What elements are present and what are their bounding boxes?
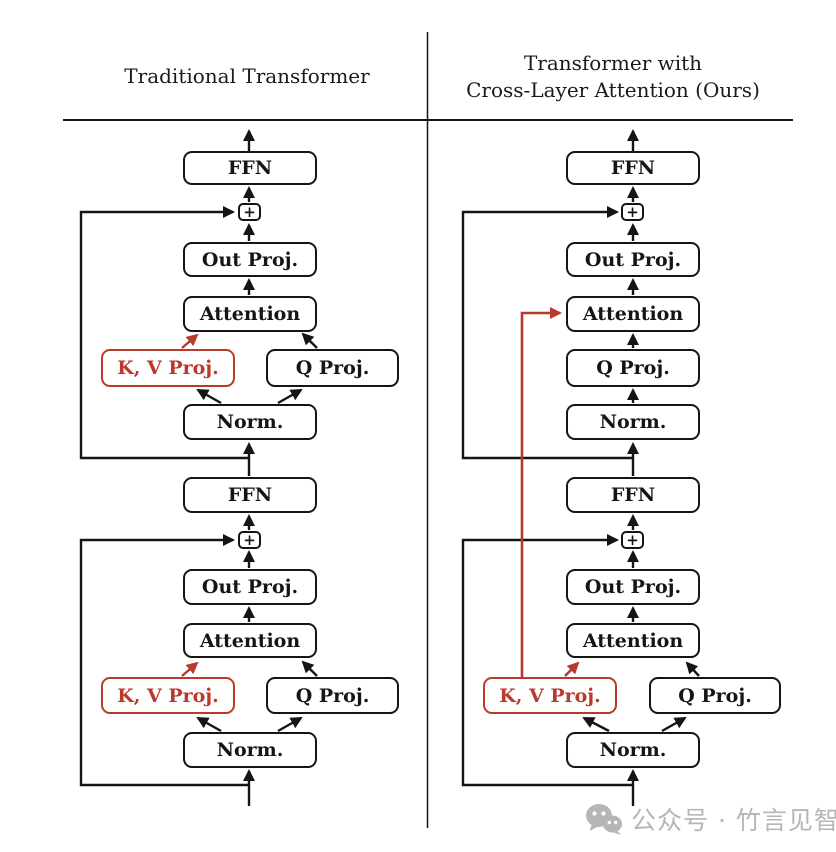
left-bottom-norm-box: Norm. xyxy=(183,732,317,768)
left-bottom-attention-box: Attention xyxy=(183,623,317,658)
residual-skip-top xyxy=(461,206,633,460)
watermark: 公众号 · 竹言见智 xyxy=(585,801,836,837)
left-bottom-kv-proj-box: K, V Proj. xyxy=(101,677,235,714)
left-top-attention-box: Attention xyxy=(183,296,317,332)
left-top-out-proj-box: Out Proj. xyxy=(183,242,317,277)
left-top-add-box: + xyxy=(238,203,261,221)
right-top-out-proj-box: Out Proj. xyxy=(566,242,700,277)
left-top-ffn-box: FFN xyxy=(183,151,317,185)
left-kv-arrows xyxy=(181,333,199,677)
wechat-icon xyxy=(586,804,622,835)
watermark-text: 公众号 · 竹言见智 xyxy=(631,806,836,835)
right-bottom-q-proj-box: Q Proj. xyxy=(649,677,781,714)
right-bottom-kv-proj-box: K, V Proj. xyxy=(483,677,617,714)
left-bottom-ffn-box: FFN xyxy=(183,477,317,513)
right-arrows xyxy=(461,129,700,806)
right-bottom-norm-box: Norm. xyxy=(566,732,700,768)
right-top-add-box: + xyxy=(621,203,644,221)
right-top-attention-box: Attention xyxy=(566,296,700,332)
right-bottom-attention-box: Attention xyxy=(566,623,700,658)
left-bottom-add-box: + xyxy=(238,531,261,549)
right-top-ffn-box: FFN xyxy=(566,151,700,185)
left-top-kv-proj-box: K, V Proj. xyxy=(101,349,235,387)
left-top-q-proj-box: Q Proj. xyxy=(266,349,399,387)
residual-skip-bottom xyxy=(79,534,249,787)
right-column-title-line2: Cross-Layer Attention (Ours) xyxy=(466,78,760,102)
cross-layer-line xyxy=(520,307,562,677)
right-bottom-out-proj-box: Out Proj. xyxy=(566,569,700,605)
cross-layer-kv-lines xyxy=(520,307,580,677)
right-column-title-line1: Transformer with xyxy=(523,51,703,75)
residual-skip-bottom xyxy=(461,534,633,787)
right-top-norm-box: Norm. xyxy=(566,404,700,440)
right-column-title: Transformer with Cross-Layer Attention (… xyxy=(452,50,774,104)
right-bottom-add-box: + xyxy=(621,531,644,549)
left-arrows xyxy=(79,129,318,806)
right-bottom-ffn-box: FFN xyxy=(566,477,700,513)
residual-skip-top xyxy=(79,206,249,460)
left-bottom-out-proj-box: Out Proj. xyxy=(183,569,317,605)
left-top-norm-box: Norm. xyxy=(183,404,317,440)
left-column-title: Traditional Transformer xyxy=(124,64,370,88)
left-bottom-q-proj-box: Q Proj. xyxy=(266,677,399,714)
right-top-q-proj-box: Q Proj. xyxy=(566,349,700,387)
